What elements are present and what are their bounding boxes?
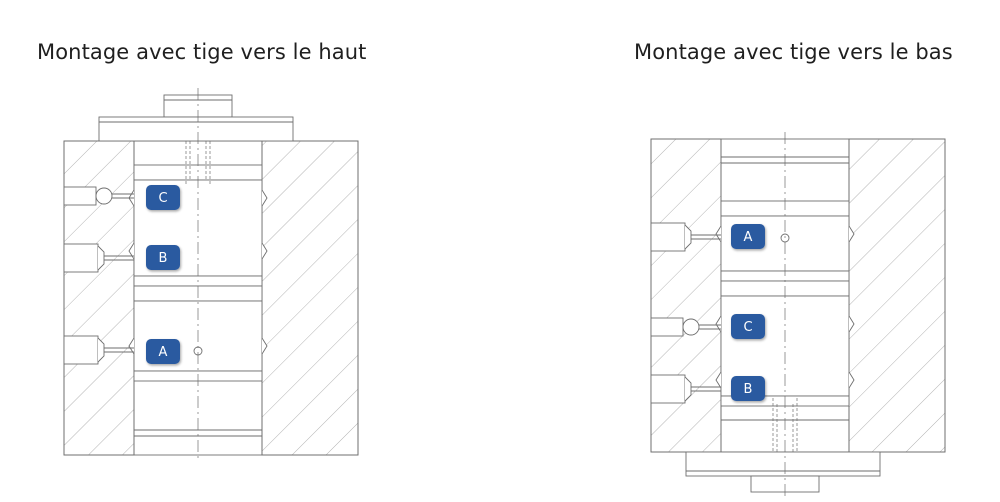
port-fitting-c-left [63, 186, 134, 206]
port-fitting-b-right [650, 374, 721, 404]
title-rod-up: Montage avec tige vers le haut [37, 40, 367, 64]
port-label-a-right: A [744, 230, 753, 245]
port-badge-c-left: C [146, 185, 180, 210]
diagram-rod-down [650, 132, 946, 500]
port-label-a-left: A [159, 345, 168, 360]
rod-head-top [98, 94, 294, 142]
port-fitting-b-left [63, 243, 134, 273]
port-label-c-right: C [743, 320, 752, 335]
port-fitting-c-right [650, 317, 721, 337]
threaded-hole-right [772, 398, 798, 452]
threaded-hole-left [185, 141, 211, 186]
port-badge-b-left: B [146, 245, 180, 270]
port-badge-c-right: C [731, 314, 765, 339]
port-badge-b-right: B [731, 376, 765, 401]
marker-circle-right [780, 233, 790, 243]
rod-head-bottom [685, 451, 881, 493]
port-label-b-right: B [744, 382, 753, 397]
title-rod-down: Montage avec tige vers le bas [634, 40, 953, 64]
port-fitting-a-right [650, 222, 721, 252]
port-fitting-a-left [63, 335, 134, 365]
port-badge-a-right: A [731, 224, 765, 249]
port-label-b-left: B [159, 251, 168, 266]
port-label-c-left: C [158, 191, 167, 206]
port-badge-a-left: A [146, 339, 180, 364]
marker-circle-left [193, 346, 203, 356]
diagram-rod-up [63, 88, 359, 460]
